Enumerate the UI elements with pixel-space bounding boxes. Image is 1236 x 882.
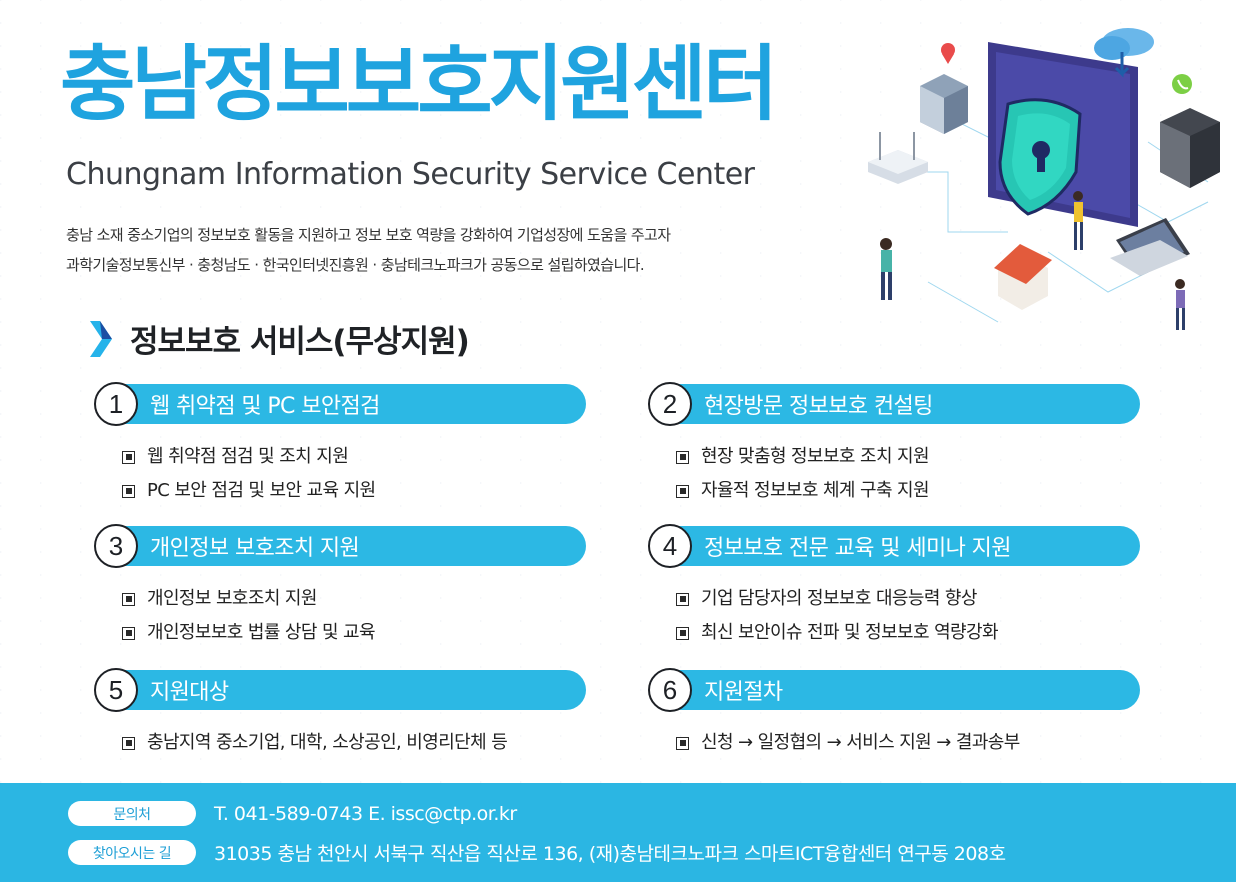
address-label: 찾아오시는 길 <box>68 840 196 865</box>
contact-row: 문의처 T. 041-589-0743 E. issc@ctp.or.kr <box>68 801 517 826</box>
service-number: 5 <box>94 668 138 712</box>
service-card-5: 5 지원대상 충남지역 중소기업, 대학, 소상공인, 비영리단체 등 <box>94 668 586 760</box>
location-pin-icon <box>941 43 955 64</box>
service-header: 5 지원대상 <box>94 668 586 712</box>
square-bullet-icon <box>122 592 135 606</box>
address-row: 찾아오시는 길 31035 충남 천안시 서북구 직산읍 직산로 136, (재… <box>68 839 1006 866</box>
list-item: PC 보안 점검 및 보안 교육 지원 <box>122 474 586 508</box>
chevron-right-icon <box>90 320 112 357</box>
contact-text: T. 041-589-0743 E. issc@ctp.or.kr <box>214 802 517 825</box>
square-bullet-icon <box>676 626 689 640</box>
building-icon <box>920 74 968 134</box>
list-item: 현장 맞춤형 정보보호 조치 지원 <box>676 440 1140 474</box>
square-bullet-icon <box>676 736 689 750</box>
service-number: 3 <box>94 524 138 568</box>
footer: 문의처 T. 041-589-0743 E. issc@ctp.or.kr 찾아… <box>0 783 1236 882</box>
router-icon <box>868 132 928 184</box>
square-bullet-icon <box>122 484 135 498</box>
service-items: 기업 담당자의 정보보호 대응능력 향상 최신 보안이슈 전파 및 정보보호 역… <box>650 582 1140 650</box>
service-title: 현장방문 정보보호 컨설팅 <box>704 394 933 419</box>
service-items: 개인정보 보호조치 지원 개인정보보호 법률 상담 및 교육 <box>96 582 586 650</box>
square-bullet-icon <box>122 736 135 750</box>
service-card-2: 2 현장방문 정보보호 컨설팅 현장 맞춤형 정보보호 조치 지원 자율적 정보… <box>648 382 1140 508</box>
page-title: 충남정보보호지원센터 <box>60 37 778 132</box>
list-item: 개인정보 보호조치 지원 <box>122 582 586 616</box>
section-heading: 정보보호 서비스(무상지원) <box>90 316 470 361</box>
laptop-icon <box>1110 218 1190 276</box>
description: 충남 소재 중소기업의 정보보호 활동을 지원하고 정보 보호 역량을 강화하여… <box>66 220 866 280</box>
list-item: 최신 보안이슈 전파 및 정보보호 역량강화 <box>676 616 1140 650</box>
section-title: 정보보호 서비스(무상지원) <box>130 324 470 360</box>
service-number: 1 <box>94 382 138 426</box>
service-title: 웹 취약점 및 PC 보안점검 <box>150 394 380 419</box>
service-title: 개인정보 보호조치 지원 <box>150 536 360 561</box>
server-icon <box>1160 108 1220 188</box>
list-item: 자율적 정보보호 체계 구축 지원 <box>676 474 1140 508</box>
person-icon <box>880 238 892 300</box>
service-header: 2 현장방문 정보보호 컨설팅 <box>648 382 1140 426</box>
service-card-6: 6 지원절차 신청 → 일정협의 → 서비스 지원 → 결과송부 <box>648 668 1140 760</box>
list-item: 기업 담당자의 정보보호 대응능력 향상 <box>676 582 1140 616</box>
square-bullet-icon <box>676 592 689 606</box>
service-number: 6 <box>648 668 692 712</box>
page-subtitle: Chungnam Information Security Service Ce… <box>66 157 755 192</box>
service-header: 4 정보보호 전문 교육 및 세미나 지원 <box>648 524 1140 568</box>
service-items: 웹 취약점 점검 및 조치 지원 PC 보안 점검 및 보안 교육 지원 <box>96 440 586 508</box>
description-line-1: 충남 소재 중소기업의 정보보호 활동을 지원하고 정보 보호 역량을 강화하여… <box>66 226 671 244</box>
service-title: 지원대상 <box>150 680 229 705</box>
service-items: 충남지역 중소기업, 대학, 소상공인, 비영리단체 등 <box>96 726 586 760</box>
service-header: 3 개인정보 보호조치 지원 <box>94 524 586 568</box>
house-icon <box>994 244 1052 310</box>
service-card-1: 1 웹 취약점 및 PC 보안점검 웹 취약점 점검 및 조치 지원 PC 보안… <box>94 382 586 508</box>
list-item: 충남지역 중소기업, 대학, 소상공인, 비영리단체 등 <box>122 726 586 760</box>
service-header: 1 웹 취약점 및 PC 보안점검 <box>94 382 586 426</box>
cloud-download-icon <box>1094 28 1154 78</box>
list-item: 개인정보보호 법률 상담 및 교육 <box>122 616 586 650</box>
contact-label: 문의처 <box>68 801 196 826</box>
address-text: 31035 충남 천안시 서북구 직산읍 직산로 136, (재)충남테크노파크… <box>214 843 1006 865</box>
square-bullet-icon <box>122 626 135 640</box>
service-header: 6 지원절차 <box>648 668 1140 712</box>
square-bullet-icon <box>676 484 689 498</box>
service-items: 신청 → 일정협의 → 서비스 지원 → 결과송부 <box>650 726 1140 760</box>
person-icon-2 <box>1073 191 1083 250</box>
service-number: 2 <box>648 382 692 426</box>
service-title: 정보보호 전문 교육 및 세미나 지원 <box>704 536 1012 561</box>
service-card-3: 3 개인정보 보호조치 지원 개인정보 보호조치 지원 개인정보보호 법률 상담… <box>94 524 586 650</box>
service-card-4: 4 정보보호 전문 교육 및 세미나 지원 기업 담당자의 정보보호 대응능력 … <box>648 524 1140 650</box>
security-shield-lock-icon <box>998 98 1082 216</box>
phone-pin-icon <box>1172 74 1192 94</box>
list-item: 웹 취약점 점검 및 조치 지원 <box>122 440 586 474</box>
list-item: 신청 → 일정협의 → 서비스 지원 → 결과송부 <box>676 726 1140 760</box>
square-bullet-icon <box>676 450 689 464</box>
service-number: 4 <box>648 524 692 568</box>
square-bullet-icon <box>122 450 135 464</box>
service-title: 지원절차 <box>704 680 783 705</box>
service-items: 현장 맞춤형 정보보호 조치 지원 자율적 정보보호 체계 구축 지원 <box>650 440 1140 508</box>
description-line-2: 과학기술정보통신부 · 충청남도 · 한국인터넷진흥원 · 충남테크노파크가 공… <box>66 256 645 274</box>
security-illustration <box>868 28 1220 330</box>
person-icon-3 <box>1175 279 1185 330</box>
